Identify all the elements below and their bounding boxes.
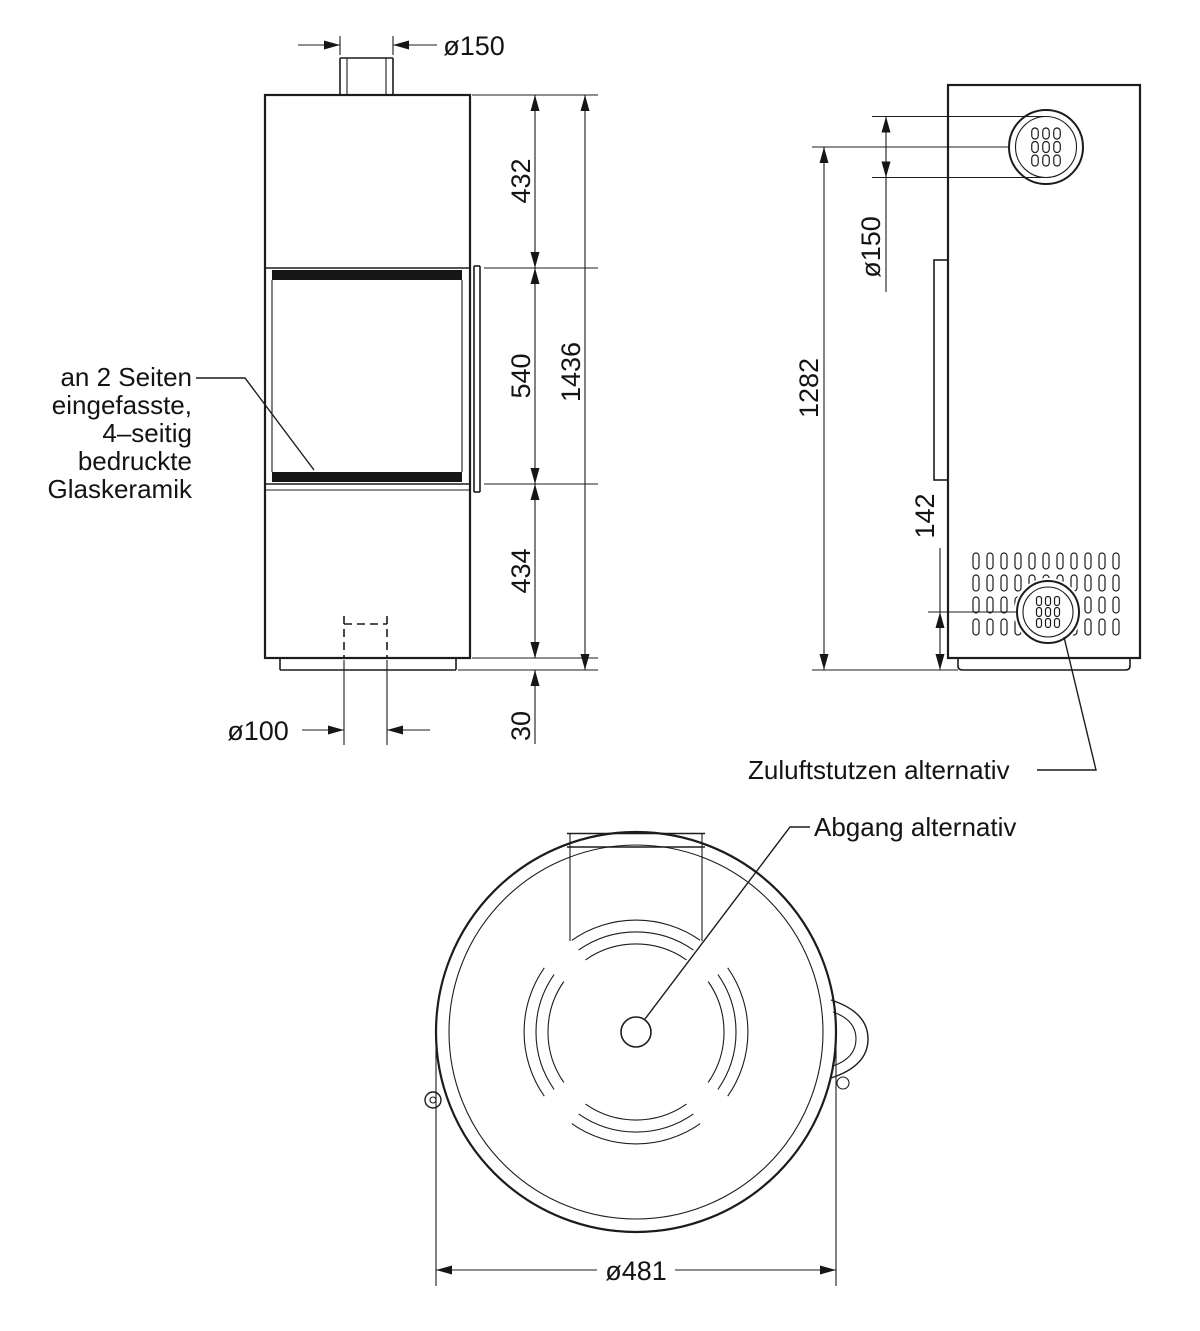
top-diameter-label: ø481 (605, 1256, 667, 1286)
air-inlet-note-label: Zuluftstutzen alternativ (748, 755, 1010, 785)
front-dim-30: 30 (506, 711, 536, 741)
front-base (279, 658, 457, 671)
hinge-detail (424, 1091, 442, 1109)
front-dimensions: ø150 432 540 434 30 1436 (227, 31, 598, 746)
front-dim-540: 540 (506, 353, 536, 398)
side-view: ø150 1282 142 Zuluftstutzen alternativ A… (644, 83, 1142, 1020)
front-outline (263, 93, 472, 660)
glass-note-line-5: Glaskeramik (48, 474, 193, 504)
front-view: ø150 432 540 434 30 1436 (48, 31, 598, 746)
glass-note-line-2: eingefasste, (52, 390, 192, 420)
top-outline (434, 830, 838, 1234)
glass-note: an 2 Seiten eingefasste, 4–seitig bedruc… (48, 362, 315, 504)
front-dim-1436: 1436 (556, 342, 586, 402)
flue-outlet-circle (1006, 107, 1086, 187)
front-dim-434: 434 (506, 548, 536, 593)
outlet-leader (644, 826, 810, 1020)
glass-panel (271, 265, 481, 493)
front-flue-collar (339, 57, 394, 95)
side-base (957, 658, 1131, 671)
front-inlet-pipe-hidden (343, 616, 388, 658)
air-inlet-note: Zuluftstutzen alternativ (748, 636, 1097, 785)
glass-note-line-4: bedruckte (78, 446, 192, 476)
top-view: ø481 (424, 830, 869, 1286)
glass-note-line-3: 4–seitig (102, 418, 192, 448)
side-dim-142: 142 (910, 493, 940, 538)
air-inlet-leader (1037, 636, 1097, 771)
glass-note-line-1: an 2 Seiten (60, 362, 192, 392)
top-dimension: ø481 (435, 1042, 837, 1286)
top-collar (567, 832, 705, 941)
front-dim-432: 432 (506, 158, 536, 203)
front-inlet-diameter-label: ø100 (227, 716, 289, 746)
side-flue-diameter-label: ø150 (856, 216, 886, 278)
glass-note-leader (196, 377, 315, 471)
side-dim-1282: 1282 (794, 358, 824, 418)
side-outline (933, 83, 1142, 671)
side-door-edge (933, 259, 949, 481)
outlet-center-circle (620, 1016, 652, 1048)
flue-slots (1031, 127, 1061, 167)
inlet-slots (1035, 595, 1061, 629)
top-rings (523, 919, 749, 1145)
side-dimensions: ø150 1282 142 (794, 115, 1046, 671)
outlet-note: Abgang alternativ (644, 812, 1016, 1020)
door-handle (830, 999, 869, 1090)
front-flue-diameter-label: ø150 (443, 31, 505, 61)
air-inlet-circle (1014, 578, 1082, 646)
outlet-note-label: Abgang alternativ (814, 812, 1016, 842)
